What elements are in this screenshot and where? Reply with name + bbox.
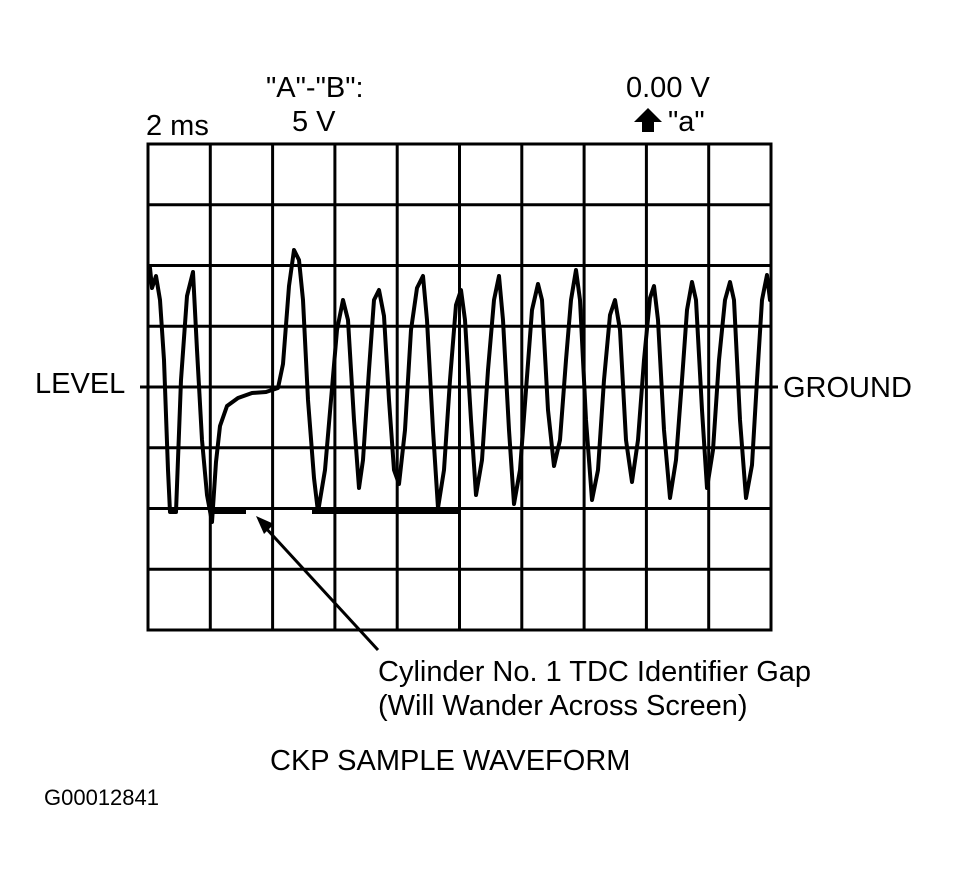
level-label: LEVEL xyxy=(35,368,126,400)
ckp-waveform xyxy=(148,248,772,524)
channel-label: "A"-"B": xyxy=(266,72,364,104)
ground-marker-label: "a" xyxy=(668,106,705,138)
annotation-arrowhead-icon xyxy=(256,516,274,534)
grid-horizontal-lines xyxy=(148,203,771,571)
ground-label: GROUND xyxy=(783,372,912,404)
annotation-leader-line xyxy=(262,524,380,652)
ground-arrow-icon xyxy=(634,108,662,132)
annotation-line-1: Cylinder No. 1 TDC Identifier Gap xyxy=(378,656,812,688)
ground-voltage-label: 0.00 V xyxy=(626,72,710,104)
annotation-line-2: (Will Wander Across Screen) xyxy=(378,690,748,722)
volts-per-div-label: 5 V xyxy=(292,106,336,138)
figure-id: G00012841 xyxy=(44,785,159,810)
timebase-label: 2 ms xyxy=(146,110,209,142)
figure-caption: CKP SAMPLE WAVEFORM xyxy=(270,745,631,777)
